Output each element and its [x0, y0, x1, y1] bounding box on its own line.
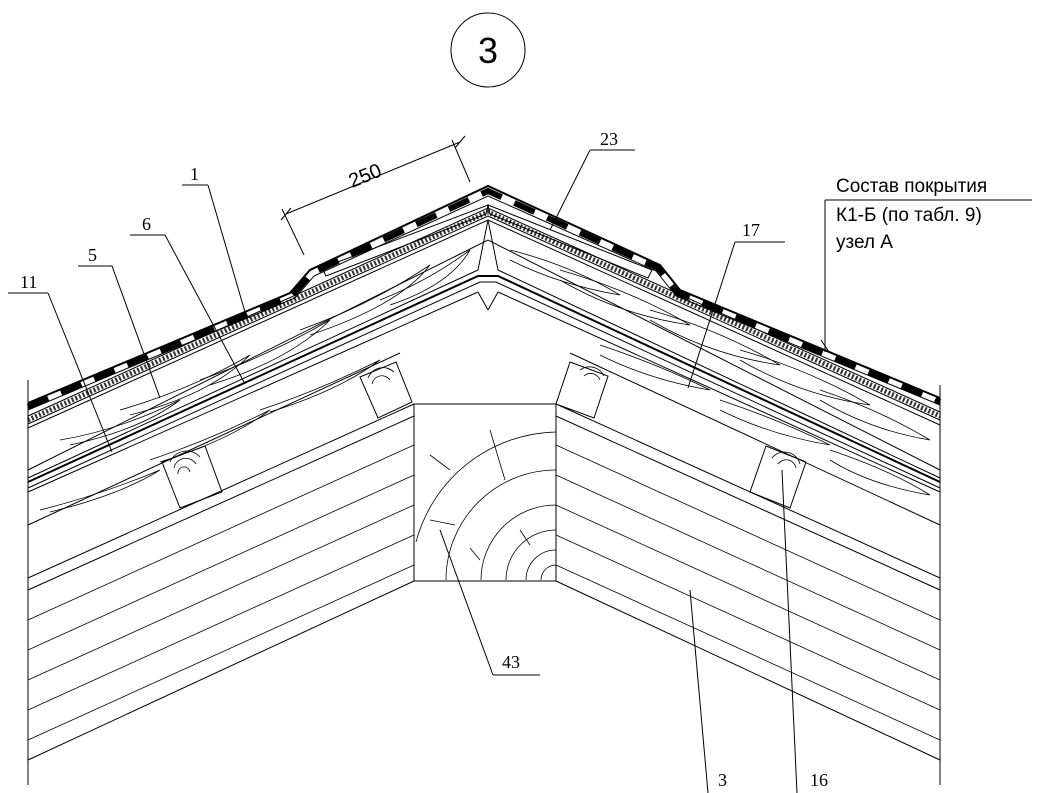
callout-6: 6 [130, 214, 246, 385]
note-line-3: узел А [836, 232, 893, 253]
callout-17: 17 [687, 220, 785, 389]
callout-23: 23 [549, 129, 635, 231]
callout-5: 5 [78, 245, 161, 399]
separation-layer [27, 275, 941, 483]
roof-covering-layers [26, 184, 942, 425]
note-line-1: Состав покрытия [836, 176, 987, 197]
ridge-beam [413, 403, 557, 582]
callout-1-label: 1 [190, 164, 199, 184]
callout-11-label: 11 [20, 272, 37, 292]
callout-11: 11 [8, 272, 113, 453]
note-line-2: К1-Б (по табл. 9) [836, 205, 982, 226]
dimension-value: 250 [346, 160, 385, 193]
callout-16-label: 16 [810, 770, 828, 790]
upper-boards [27, 219, 941, 479]
detail-number: 3 [478, 30, 498, 71]
detail-marker: 3 [450, 12, 526, 88]
purlins [161, 361, 807, 509]
callout-17-label: 17 [742, 220, 760, 240]
callout-43-label: 43 [502, 652, 520, 672]
callout-16: 16 [781, 469, 828, 793]
callout-23-label: 23 [600, 129, 618, 149]
callout-3-label: 3 [718, 770, 727, 790]
coating-note: Состав покрытия К1-Б (по табл. 9) узел А [820, 176, 1032, 353]
callout-43: 43 [439, 529, 540, 676]
callout-3: 3 [689, 589, 727, 793]
rafters [27, 403, 941, 761]
lower-boards [27, 291, 941, 526]
callout-6-label: 6 [142, 214, 151, 234]
callout-5-label: 5 [88, 245, 97, 265]
callout-1: 1 [182, 164, 246, 313]
